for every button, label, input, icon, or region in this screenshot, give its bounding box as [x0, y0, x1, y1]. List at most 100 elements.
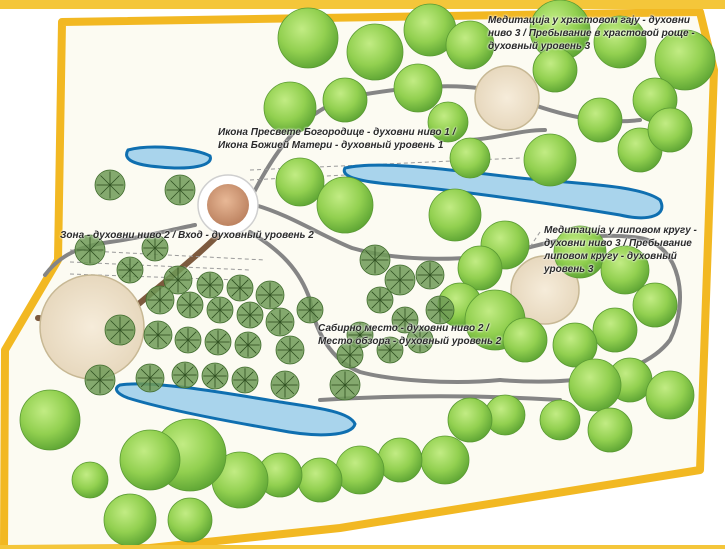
deciduous-tree-symbol [587, 407, 633, 453]
deciduous-tree-symbol [553, 225, 607, 279]
conifer-tree-symbol [425, 295, 455, 325]
conifer-tree-symbol [231, 366, 259, 394]
label-icon: Икона Пресвете Богородице - духовни ниво… [218, 126, 455, 152]
deciduous-tree-symbol [19, 389, 81, 451]
label-meditation-oak: Медитација у храстовом гају - духовни ни… [488, 14, 695, 53]
conifer-tree-symbol [406, 326, 434, 354]
deciduous-tree-symbol [103, 493, 157, 547]
conifer-tree-symbol [206, 296, 234, 324]
conifer-tree-symbol [176, 291, 204, 319]
conifers [74, 169, 455, 401]
deciduous-tree-symbol [523, 133, 577, 187]
conifer-tree-symbol [366, 286, 394, 314]
conifer-tree-symbol [255, 280, 285, 310]
conifer-tree-symbol [359, 244, 391, 276]
deciduous-tree-symbol [592, 307, 638, 353]
label-meditation-linden-line: уровень 3 [544, 264, 594, 275]
conifer-tree-symbol [270, 370, 300, 400]
deciduous-tree-symbol [568, 358, 622, 412]
pond-north-west [125, 145, 212, 170]
deciduous-tree-symbol [577, 97, 623, 143]
label-icon-line: Икона Пресвете Богородице - духовни ниво… [218, 127, 456, 138]
conifer-tree-symbol [163, 265, 193, 295]
conifer-tree-symbol [336, 341, 364, 369]
deciduous-tree-symbol [335, 445, 385, 495]
deciduous-tree-symbol [427, 101, 469, 143]
deciduous-tree-symbol [532, 47, 578, 93]
conifer-tree-symbol [296, 296, 324, 324]
plaza-north [474, 65, 540, 131]
deciduous-tree-symbol [447, 397, 493, 443]
label-view: Сабирно место - духовни ниво 2 / Место о… [318, 322, 501, 348]
trees [19, 0, 716, 547]
south-path [248, 230, 502, 384]
deciduous-tree-symbol [393, 63, 443, 113]
deciduous-tree-symbol [377, 437, 423, 483]
conifer-tree-symbol [226, 274, 254, 302]
label-meditation-linden-line: Медитација у липовом кругу - [544, 225, 697, 236]
conifer-tree-symbol [376, 336, 404, 364]
deciduous-tree-symbol [316, 176, 374, 234]
deciduous-tree-symbol [645, 370, 695, 420]
deciduous-tree-symbol [457, 245, 503, 291]
label-meditation-oak-line: духовный уровень 3 [488, 41, 591, 52]
conifer-tree-symbol [143, 320, 173, 350]
conifer-tree-symbol [171, 361, 199, 389]
deciduous-tree-symbol [275, 157, 325, 207]
deciduous-tree-symbol [600, 245, 650, 295]
conifer-tree-symbol [164, 174, 196, 206]
label-meditation-oak-line: ниво 3 / Пребывание в храстовой роще - [488, 28, 695, 39]
deciduous-tree-symbol [297, 457, 343, 503]
label-meditation-oak-line: Медитација у храстовом гају - духовни [488, 15, 690, 26]
label-meditation-linden-line: духовни ниво 3 / Пребывание [544, 238, 692, 249]
deciduous-tree-symbol [167, 497, 213, 543]
plazas [39, 65, 580, 380]
deciduous-tree-symbol [263, 81, 317, 135]
label-meditation-linden-line: липовом кругу - духовный [544, 251, 677, 262]
plaza-linden [510, 255, 580, 325]
conifer-tree-symbol [234, 331, 262, 359]
label-meditation-linden: Медитација у липовом кругу - духовни нив… [544, 224, 697, 276]
deciduous-tree-symbol [445, 20, 495, 70]
deciduous-tree-symbol [449, 137, 491, 179]
conifer-tree-symbol [74, 234, 106, 266]
conifer-tree-symbol [116, 256, 144, 284]
conifer-tree-symbol [141, 234, 169, 262]
bottom-yellow-band [0, 545, 725, 549]
conifer-tree-symbol [84, 364, 116, 396]
deciduous-tree-symbol [71, 461, 109, 499]
deciduous-tree-symbol [322, 77, 368, 123]
label-icon-line: Икона Божией Матери - духовный уровень 1 [218, 140, 444, 151]
deciduous-tree-symbol [647, 107, 693, 153]
deciduous-tree-symbol [654, 29, 716, 91]
deciduous-tree-symbol [539, 399, 581, 441]
conifer-tree-symbol [391, 306, 419, 334]
top-yellow-band [0, 0, 725, 9]
conifer-tree-symbol [94, 169, 126, 201]
deciduous-tree-symbol [552, 322, 598, 368]
plaza-icon-center [207, 184, 249, 226]
conifer-tree-symbol [275, 335, 305, 365]
pond-south [115, 382, 357, 437]
conifer-tree-symbol [135, 363, 165, 393]
deciduous-tree-symbol [593, 15, 647, 69]
label-view-line: Сабирно место - духовни ниво 2 / [318, 323, 489, 334]
label-view-line: Место обзора - духовный уровень 2 [318, 336, 502, 347]
conifer-tree-symbol [196, 271, 224, 299]
deciduous-tree-symbol [346, 23, 404, 81]
conifer-tree-symbol [329, 369, 361, 401]
west-path [43, 223, 197, 277]
deciduous-tree-symbol [420, 435, 470, 485]
conifer-tree-symbol [236, 301, 264, 329]
deciduous-tree-symbol [502, 317, 548, 363]
conifer-tree-symbol [415, 260, 445, 290]
label-zone: Зона - духовни ниво 2 / Вход - духовный … [60, 229, 314, 242]
conifer-tree-symbol [265, 307, 295, 337]
deciduous-tree-symbol [277, 7, 339, 69]
deciduous-tree-symbol [119, 429, 181, 491]
deciduous-tree-symbol [632, 282, 678, 328]
conifer-tree-symbol [201, 362, 229, 390]
conifer-tree-symbol [145, 285, 175, 315]
label-zone-line: Зона - духовни ниво 2 / Вход - духовный … [60, 230, 314, 241]
